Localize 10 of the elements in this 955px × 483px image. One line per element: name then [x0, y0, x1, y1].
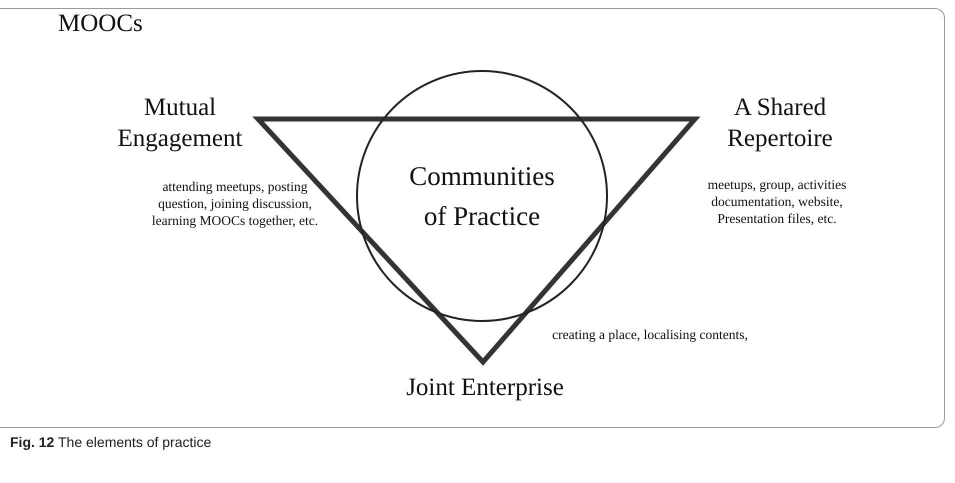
- vertex-label: A Shared Repertoire: [726, 93, 834, 154]
- corner-label: MOOCs: [58, 9, 144, 39]
- center-label: Communities of Practice: [408, 160, 556, 233]
- vertex-label: Mutual Engagement: [116, 93, 244, 154]
- note-text: creating a place, localising contents,: [551, 326, 749, 343]
- note-text: attending meetups, posting question, joining discussion, learning MOOCs together, etc.: [150, 178, 320, 229]
- circle-node: [356, 70, 608, 322]
- note-text: meetups, group, activities documentation, website, Presentation files, etc.: [706, 176, 848, 227]
- vertex-label: Joint Enterprise: [405, 373, 565, 403]
- figure-caption: Fig. 12 The elements of practice: [10, 434, 212, 450]
